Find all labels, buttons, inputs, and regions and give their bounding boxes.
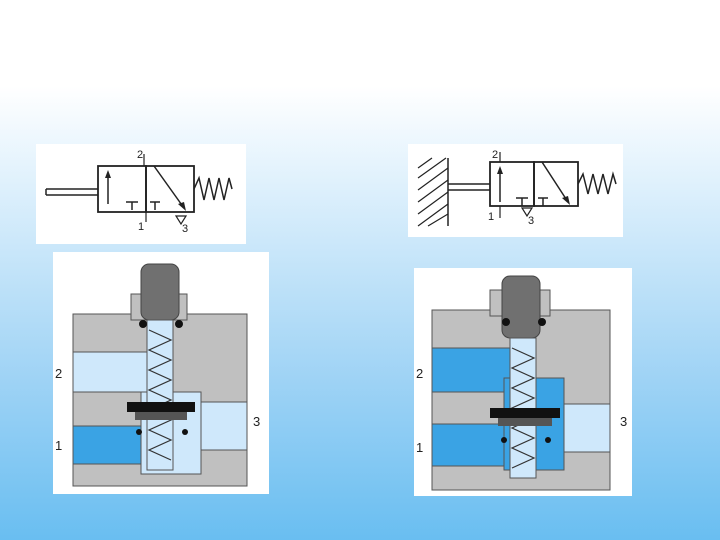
symbol-port-3-label: 3 xyxy=(528,215,534,227)
symbol-port-2-label: 2 xyxy=(492,149,498,161)
section-port-3-label: 3 xyxy=(620,414,628,429)
left-valve-symbol: 2 1 3 xyxy=(36,144,246,244)
right-valve-symbol: 2 1 3 xyxy=(408,144,623,237)
section-port-1-label: 1 xyxy=(55,438,63,453)
section-port-2-label: 2 xyxy=(55,366,63,381)
symbol-port-3-label: 3 xyxy=(182,223,188,235)
symbol-port-1-label: 1 xyxy=(488,211,494,223)
section-port-1-label: 1 xyxy=(416,440,424,455)
section-port-2-label: 2 xyxy=(416,366,424,381)
right-valve-cross-section: 2 1 3 xyxy=(414,268,632,496)
section-port-3-label: 3 xyxy=(253,414,261,429)
symbol-port-2-label: 2 xyxy=(137,149,143,161)
symbol-port-1-label: 1 xyxy=(138,221,144,233)
left-valve-cross-section: 2 1 3 xyxy=(53,252,269,494)
